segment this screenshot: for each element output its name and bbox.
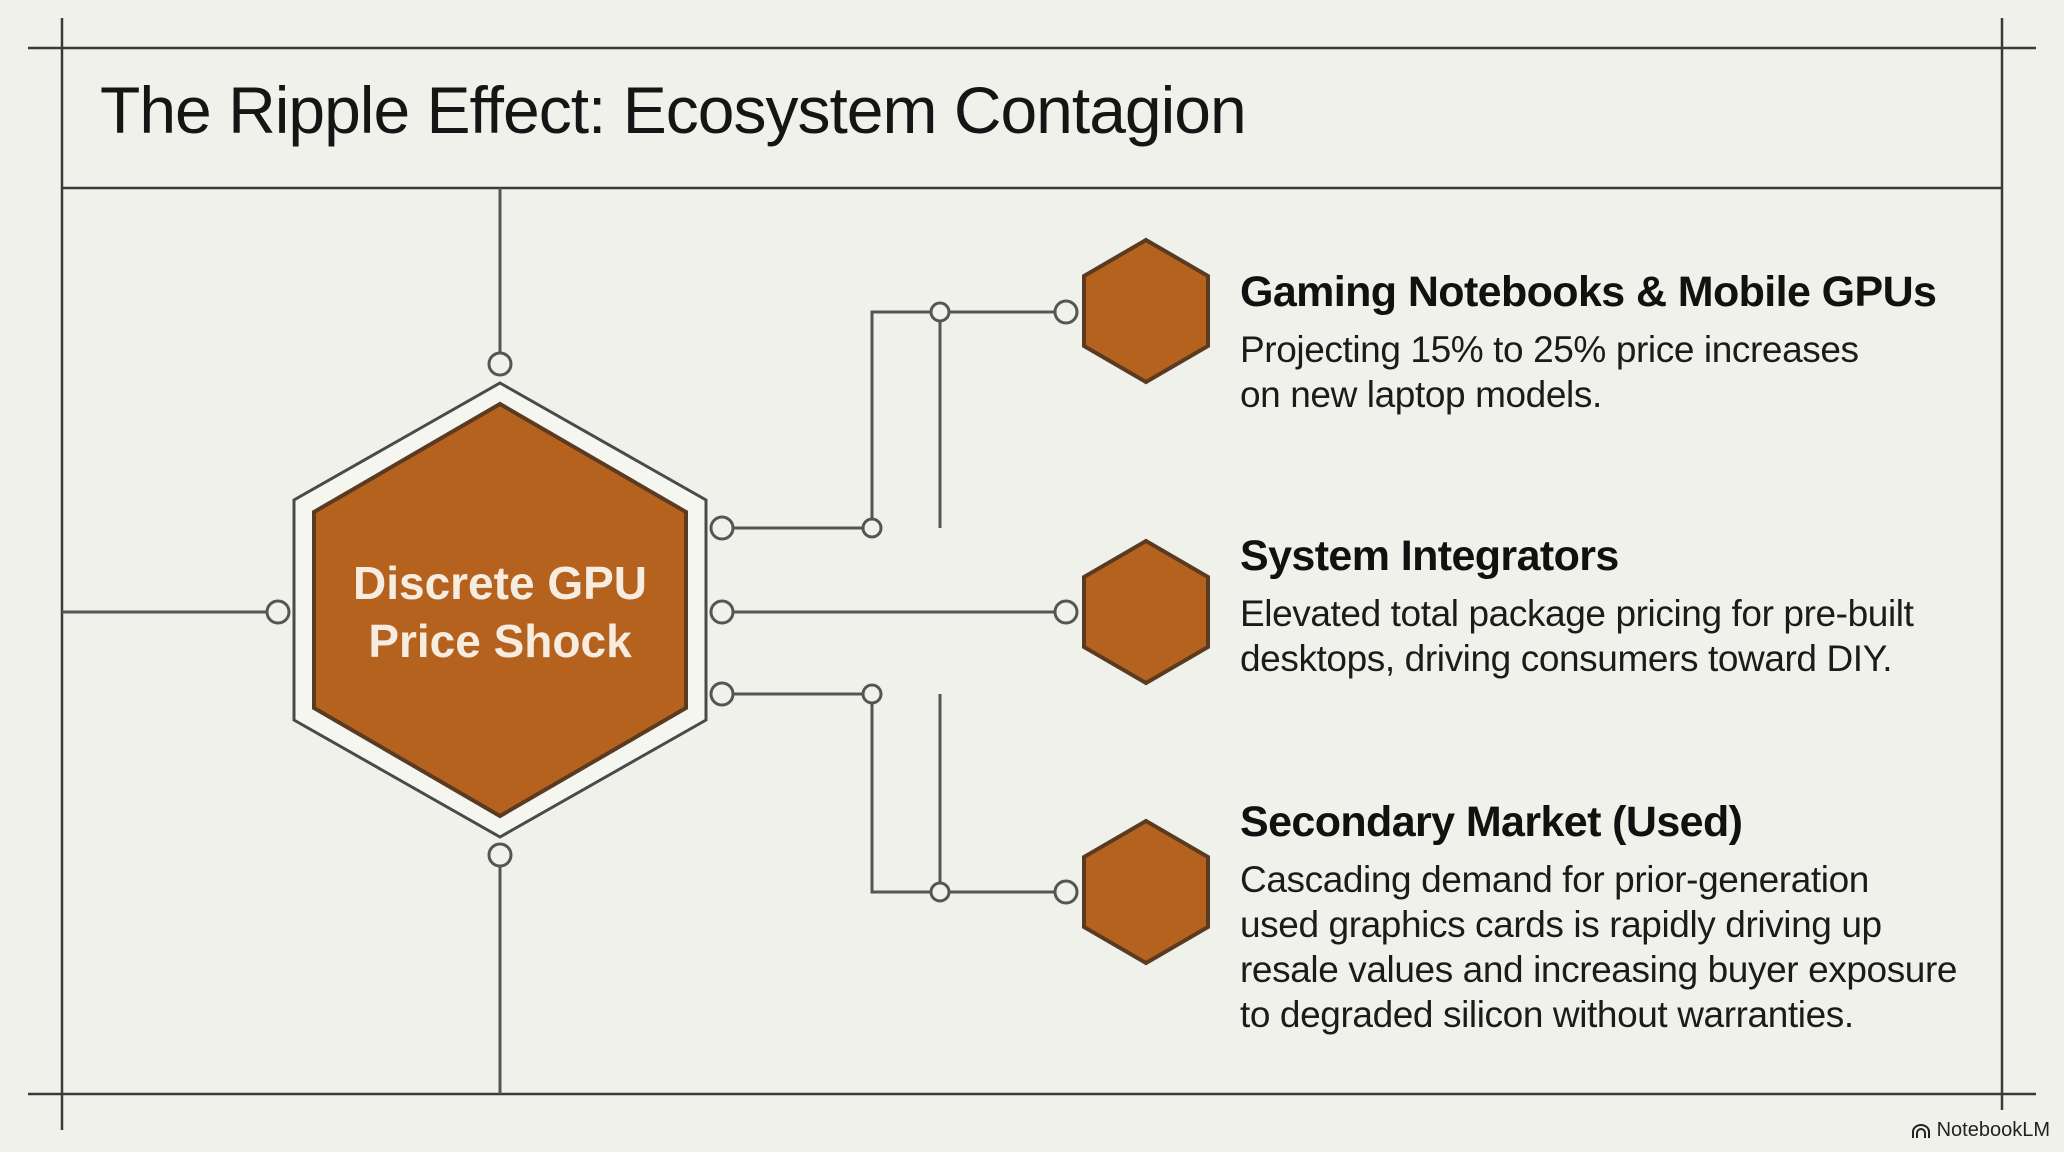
hexagon-node-2 <box>1082 818 1210 966</box>
item-description-line: on new laptop models. <box>1240 374 1602 415</box>
node-dot <box>929 301 951 323</box>
core-label-line: Price Shock <box>368 615 632 667</box>
item-description-line: used graphics cards is rapidly driving u… <box>1240 904 1882 945</box>
hexagon-node-1 <box>1082 538 1210 686</box>
node-dot <box>861 683 883 705</box>
node-dot <box>709 515 735 541</box>
impact-item-gaming-notebooks: Gaming Notebooks & Mobile GPUs Projectin… <box>1240 268 2020 417</box>
core-label: Discrete GPU Price Shock <box>300 554 700 670</box>
node-dot <box>1053 299 1079 325</box>
item-title: System Integrators <box>1240 532 1619 580</box>
item-title: Secondary Market (Used) <box>1240 798 1743 846</box>
hexagon-node-0 <box>1082 237 1210 385</box>
frame <box>28 18 2036 1130</box>
item-description-line: to degraded silicon without warranties. <box>1240 994 1854 1035</box>
node-dot <box>487 842 513 868</box>
node-dot <box>709 681 735 707</box>
notebooklm-logo-icon <box>1911 1123 1930 1138</box>
node-dot <box>709 599 735 625</box>
node-dot <box>861 517 883 539</box>
node-dot <box>1053 599 1079 625</box>
brand-watermark: NotebookLM <box>1911 1119 2050 1142</box>
impact-item-secondary-market: Secondary Market (Used) Cascading demand… <box>1240 798 2020 1037</box>
node-dot <box>929 881 951 903</box>
page-title: The Ripple Effect: Ecosystem Contagion <box>100 73 1247 147</box>
item-description-line: Elevated total package pricing for pre-b… <box>1240 593 1914 634</box>
item-description-line: desktops, driving consumers toward DIY. <box>1240 638 1893 679</box>
item-description-line: resale values and increasing buyer expos… <box>1240 949 1958 990</box>
brand-label: NotebookLM <box>1936 1119 2050 1141</box>
item-description: Projecting 15% to 25% price increases on… <box>1240 327 2020 417</box>
core-label-line: Discrete GPU <box>352 557 647 609</box>
core-hexagon <box>312 401 688 819</box>
item-description: Elevated total package pricing for pre-b… <box>1240 591 2020 681</box>
item-description-line: Cascading demand for prior-generation <box>1240 859 1869 900</box>
connector-nodes <box>265 299 1079 905</box>
item-title: Gaming Notebooks & Mobile GPUs <box>1240 268 1937 316</box>
impact-item-system-integrators: System Integrators Elevated total packag… <box>1240 532 2020 681</box>
node-dot <box>265 599 291 625</box>
item-description: Cascading demand for prior-generation us… <box>1240 857 2020 1037</box>
node-dot <box>487 351 513 377</box>
connectors <box>62 188 1054 1094</box>
node-dot <box>1053 879 1079 905</box>
item-description-line: Projecting 15% to 25% price increases <box>1240 329 1859 370</box>
